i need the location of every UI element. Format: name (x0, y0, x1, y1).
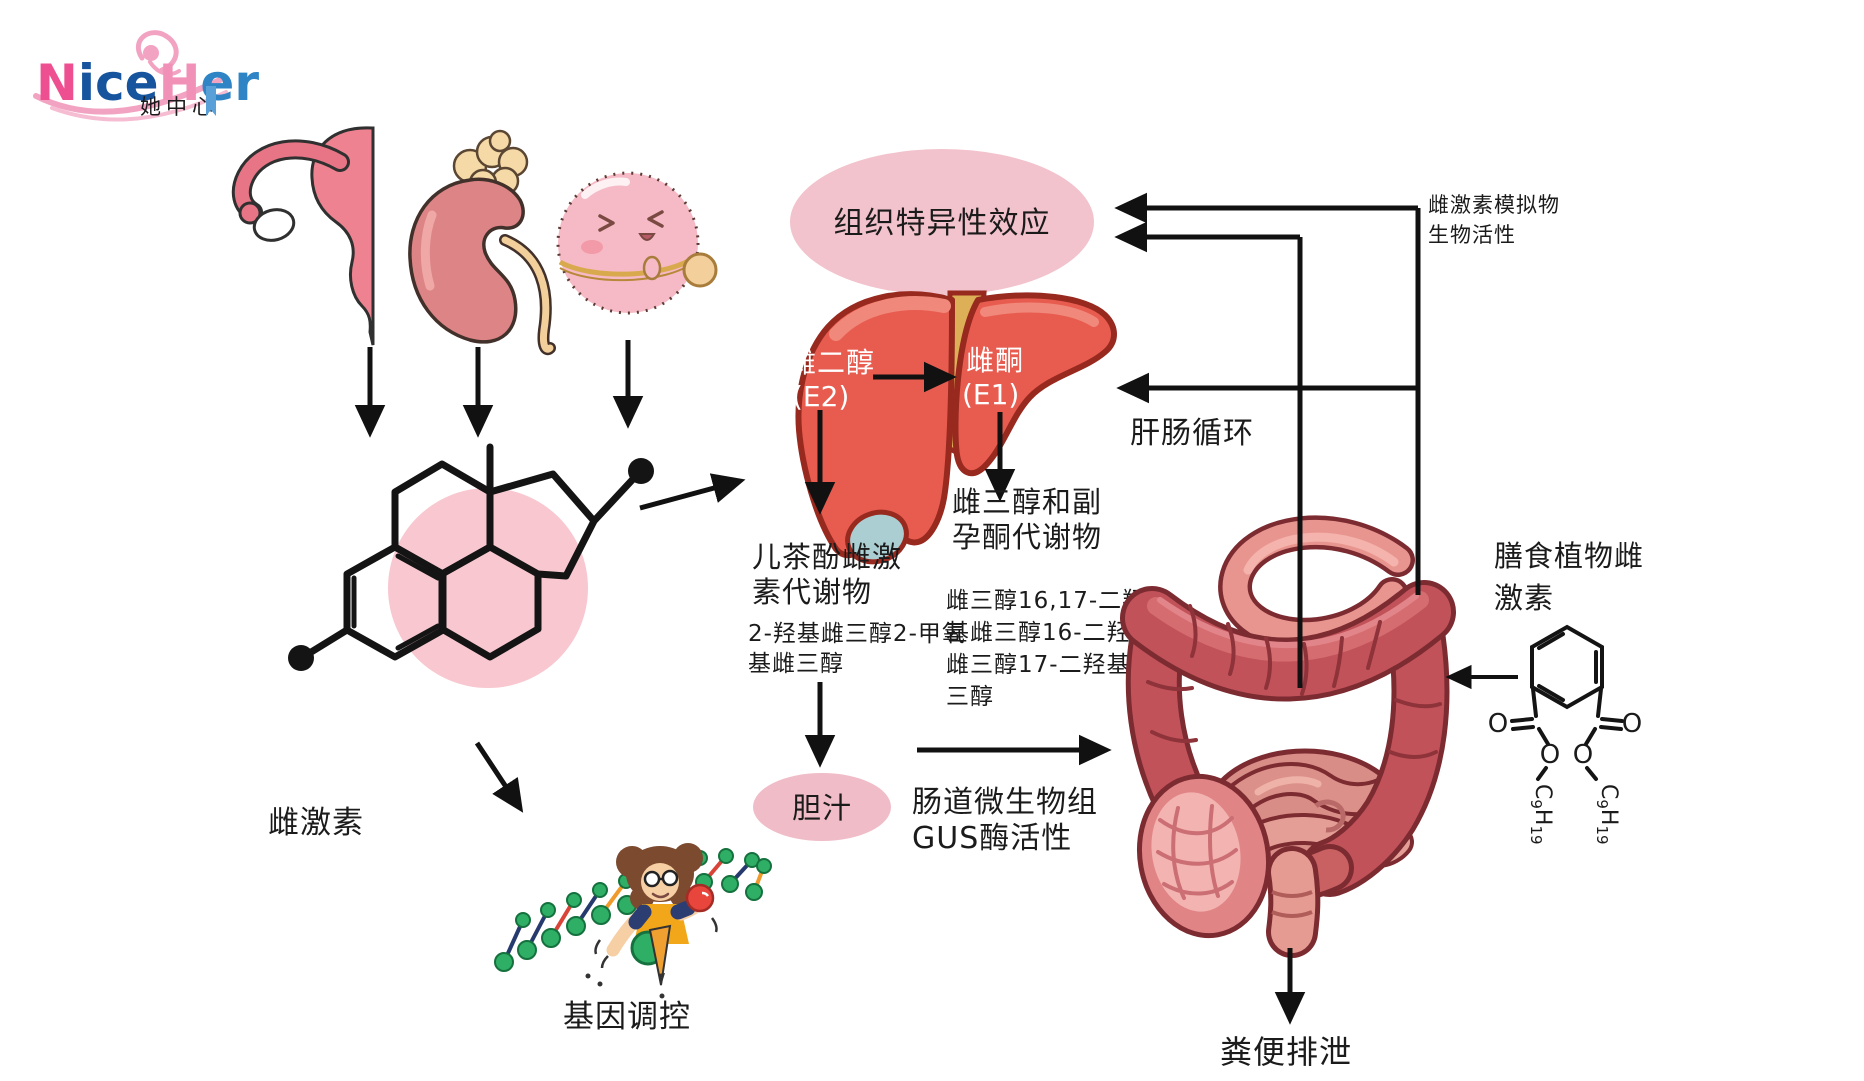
oxygen-atom: O (1622, 709, 1642, 739)
nonyl-chain-label: C9H19 (1593, 784, 1621, 845)
benzene-ring (1530, 624, 1604, 710)
logo-subtitle: 她中心 (140, 95, 218, 119)
oxygen-atom: O (1573, 740, 1593, 770)
estrone-label: 雌酮 (966, 344, 1024, 377)
tissue-effects-bubble: 组织特异性效应 (790, 149, 1094, 295)
oxygen-atom: O (1540, 740, 1560, 770)
closed-eye-left (598, 214, 615, 232)
uterus-illustration (231, 126, 375, 346)
liver-right-lobe (952, 292, 1117, 477)
pencil-icon (648, 924, 672, 986)
dna-base-pair (566, 882, 608, 936)
estrogen-molecule (288, 443, 654, 688)
hepatic-circulation-label: 肝肠循环 (1130, 416, 1254, 451)
dna-base-pair (517, 902, 556, 960)
scientist-figure (585, 843, 718, 999)
svg-text:孕酮代谢物: 孕酮代谢物 (952, 520, 1102, 554)
logo-woman-head (143, 45, 159, 61)
gallbladder (845, 509, 909, 565)
pink-highlight-circle (388, 488, 588, 688)
svg-text:雌三醇16,17-二羟: 雌三醇16,17-二羟 (946, 588, 1146, 614)
svg-text:儿茶酚雌激: 儿茶酚雌激 (752, 540, 902, 574)
gut-microbiome-label: 肠道微生物组 GUS酶活性 (912, 785, 1098, 856)
dna-base-pair (494, 912, 531, 972)
svg-text:基雌三醇16-二羟基: 基雌三醇16-二羟基 (946, 620, 1155, 646)
dna-base-pair (745, 858, 772, 901)
svg-text:膳食植物雌: 膳食植物雌 (1494, 539, 1644, 573)
gene-regulation-label: 基因调控 (563, 999, 691, 1035)
phthalate-structure: O O C9H19 O O C9H19 (1488, 624, 1642, 845)
ovum (252, 208, 296, 242)
estradiol-abbr: (E2) (792, 380, 849, 413)
hand-mirror-icon (682, 252, 718, 288)
svg-text:基雌三醇: 基雌三醇 (748, 651, 844, 677)
logo-swoosh (33, 77, 223, 115)
mouth (638, 233, 656, 241)
liver-illustration: 雌二醇 (E2) 雌酮 (E1) (788, 290, 1117, 565)
estrogen-label: 雌激素 (268, 805, 364, 841)
hydroxyl-dot (628, 458, 654, 484)
glasses-icon (643, 870, 661, 888)
bile-bubble: 胆汁 (753, 773, 891, 841)
blush (581, 240, 603, 254)
recirculation-arrows (1114, 192, 1421, 688)
red-ball (685, 883, 715, 913)
smile (651, 892, 670, 899)
svg-text:2-羟基雌三醇2-甲氧: 2-羟基雌三醇2-甲氧 (748, 621, 966, 647)
svg-text:雌激素模拟物: 雌激素模拟物 (1428, 193, 1560, 217)
svg-text:素代谢物: 素代谢物 (752, 575, 872, 609)
svg-text:肠道微生物组: 肠道微生物组 (912, 785, 1098, 820)
arrow-estrogen-to-liver (639, 473, 746, 511)
hydroxyl-dot (288, 645, 314, 671)
intestine-illustration (1120, 515, 1456, 958)
oxygen-atom: O (1488, 709, 1508, 739)
catechol-metabolites-label: 儿茶酚雌激 素代谢物 2-羟基雌三醇2-甲氧 基雌三醇 (748, 540, 966, 677)
cecum-mesh (1156, 804, 1238, 900)
closed-eye-right (647, 210, 664, 228)
dna-base-pair (541, 892, 582, 948)
estrone-abbr: (E1) (962, 378, 1019, 411)
kidney-illustration (408, 129, 556, 356)
nonyl-chain-label: C9H19 (1527, 784, 1555, 845)
fecal-excretion-label: 粪便排泄 (1220, 1033, 1352, 1071)
dietary-phytoestrogen-label: 膳食植物雌 激素 (1494, 539, 1644, 615)
svg-text:雌三醇17-二羟基雌: 雌三醇17-二羟基雌 (946, 652, 1155, 678)
ureter (501, 236, 554, 353)
glasses-icon (661, 869, 679, 887)
logo-woman-icon (135, 30, 179, 73)
bile-label: 胆汁 (792, 791, 852, 825)
niceher-logo: NiceHer 她中心 (33, 30, 259, 122)
tissue-effects-label: 组织特异性效应 (834, 206, 1051, 241)
logo-bookmark-icon (206, 86, 216, 116)
haustra-marks (1146, 604, 1442, 759)
svg-text:三醇: 三醇 (946, 684, 994, 710)
arrow-estrogen-to-dna (474, 741, 524, 813)
svg-text:生物活性: 生物活性 (1428, 223, 1516, 247)
svg-text:雌三醇和副: 雌三醇和副 (952, 485, 1102, 519)
ovary-illustration (556, 171, 718, 315)
mimics-label: 雌激素模拟物 生物活性 (1428, 193, 1560, 247)
svg-text:激素: 激素 (1494, 581, 1554, 615)
estriol-metabolites-label: 雌三醇和副 孕酮代谢物 雌三醇16,17-二羟 基雌三醇16-二羟基 雌三醇17… (946, 485, 1155, 710)
dna-illustration (494, 843, 772, 999)
fallopian-tube (234, 142, 347, 219)
svg-text:GUS酶活性: GUS酶活性 (912, 821, 1072, 856)
estradiol-label: 雌二醇 (788, 346, 875, 379)
